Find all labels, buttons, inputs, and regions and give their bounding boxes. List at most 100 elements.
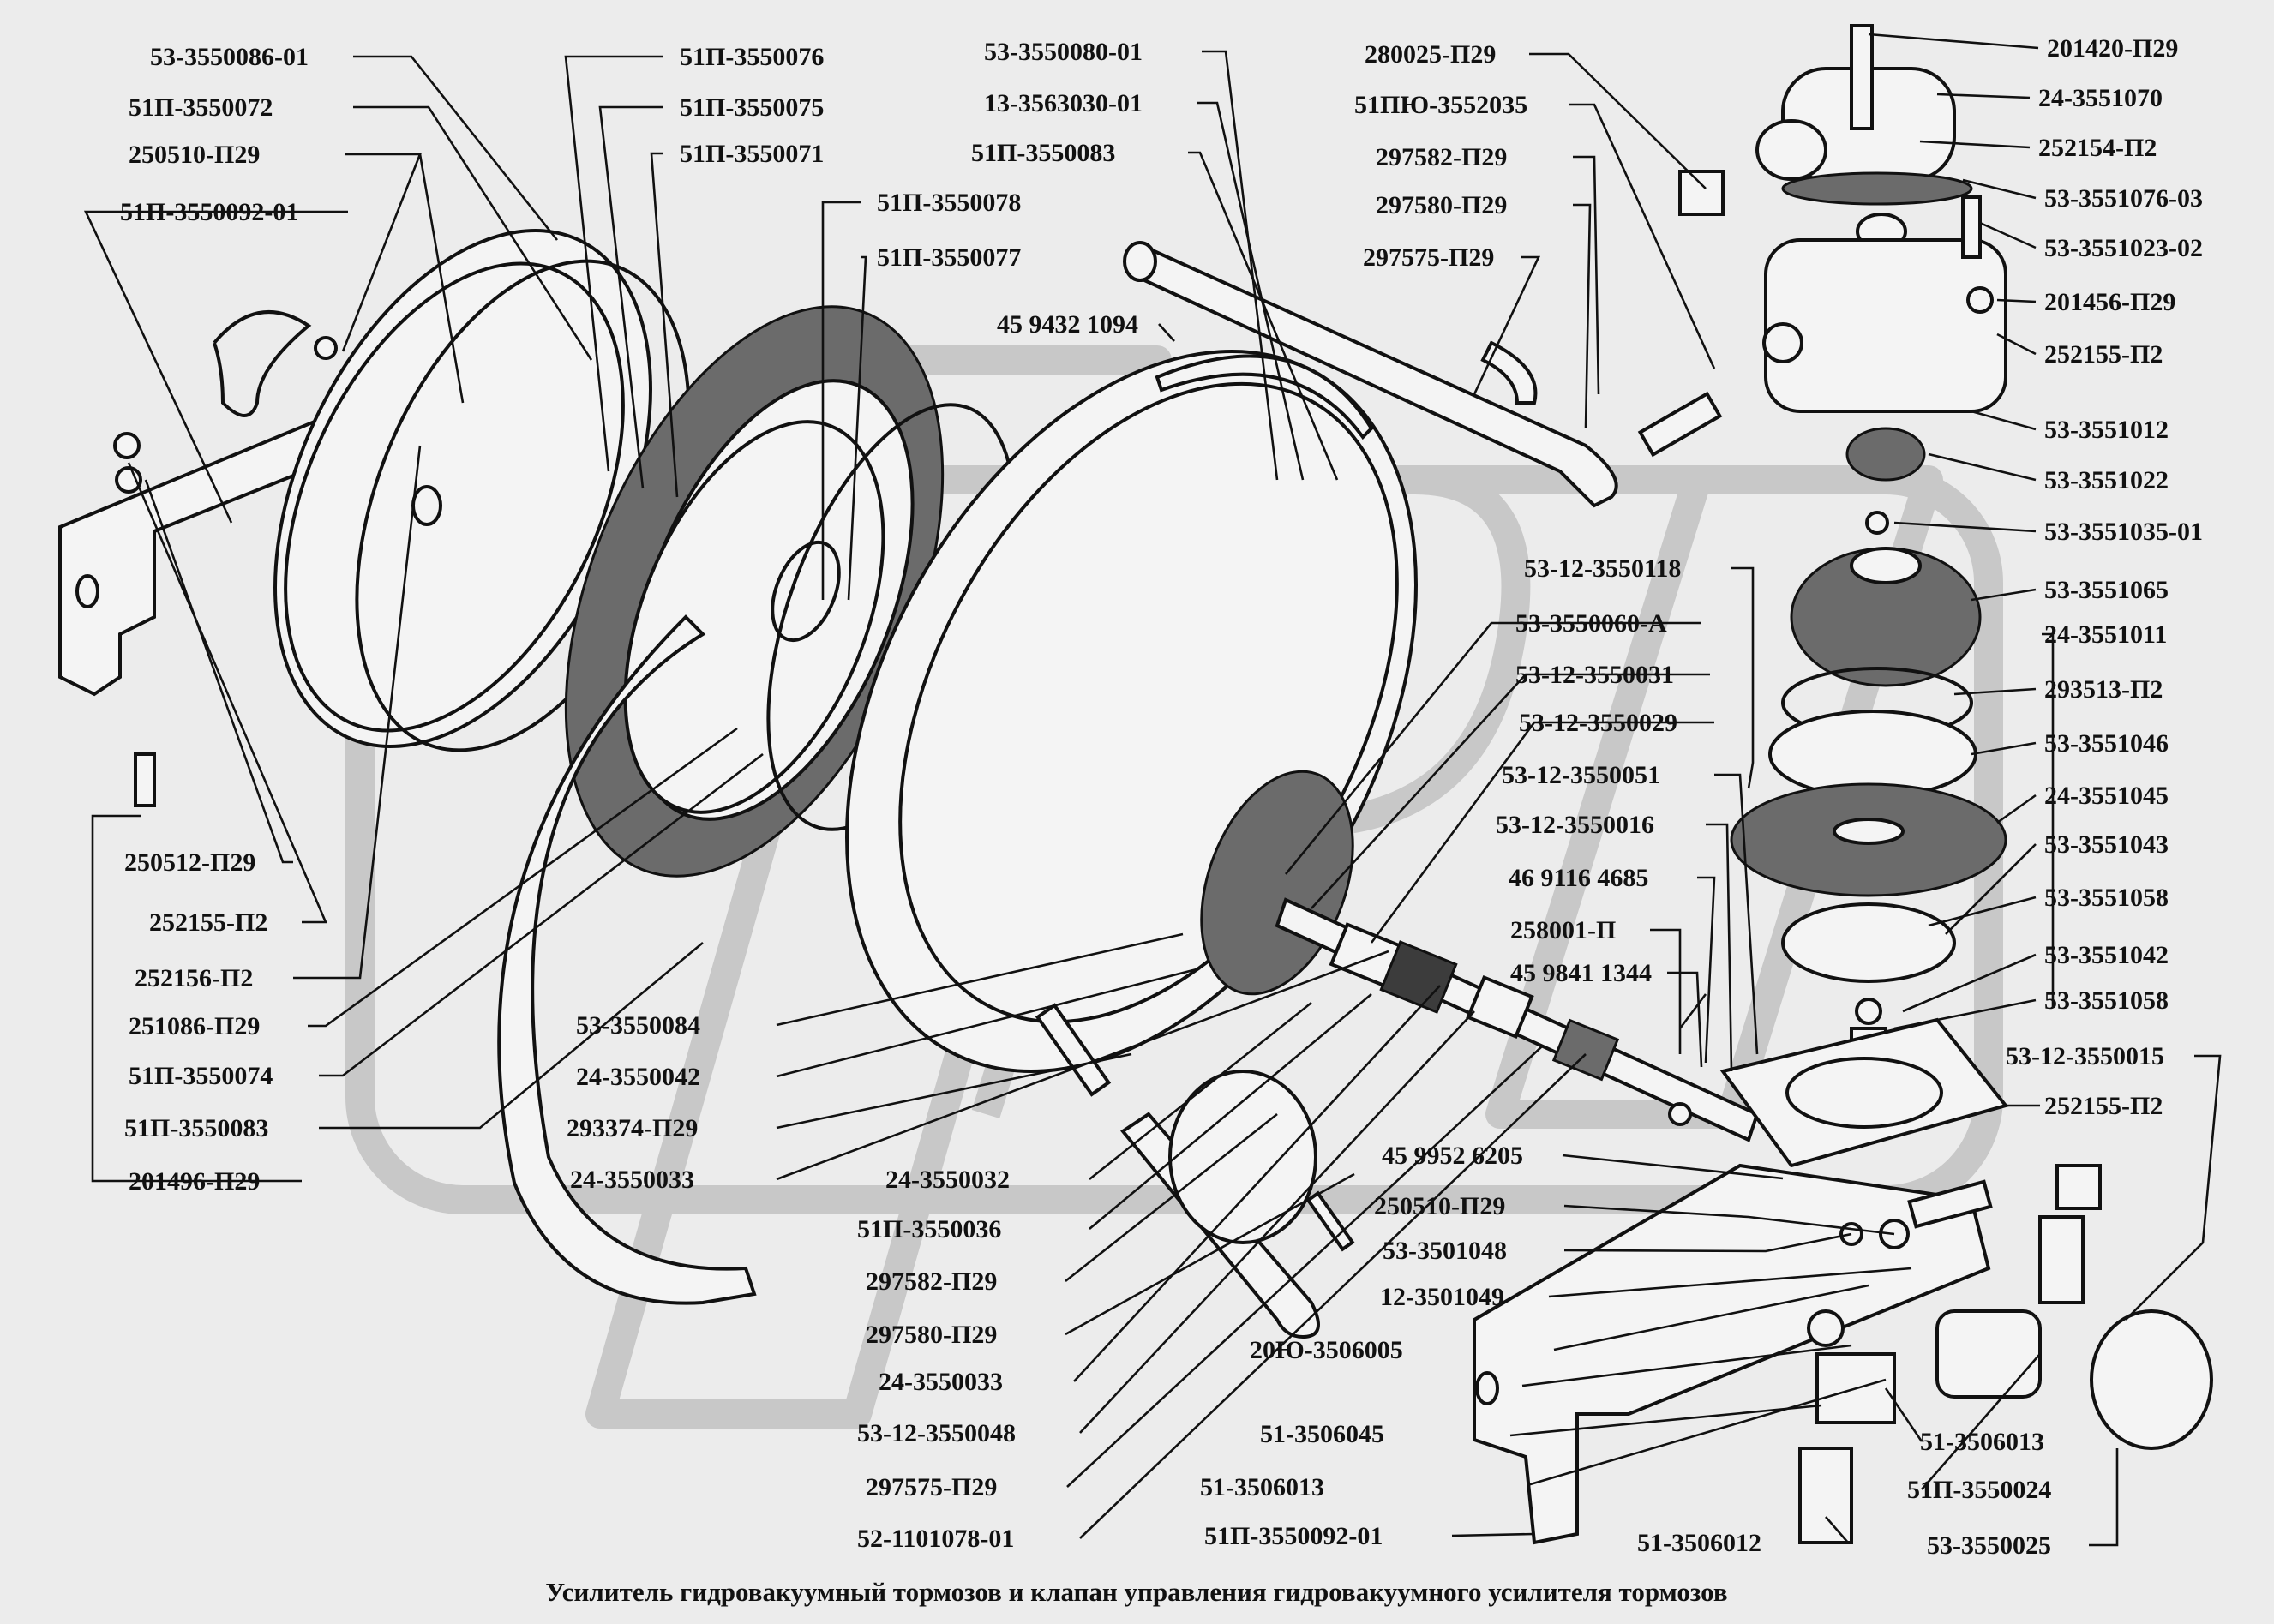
part-label: 297580-П29 <box>866 1321 997 1349</box>
part-labels: 53-3550086-01 51П-3550072 250510-П29 51П… <box>120 34 2203 1560</box>
part-label: 53-3551058 <box>2044 986 2169 1015</box>
part-label: 252154-П2 <box>2038 134 2157 162</box>
piston-disk <box>623 420 885 814</box>
part-label: 251086-П29 <box>129 1012 260 1040</box>
part-label: 252155-П2 <box>2044 340 2163 369</box>
part-label: 45 9432 1094 <box>997 310 1138 339</box>
part-label: 53-3551042 <box>2044 941 2169 969</box>
part-label: 297580-П29 <box>1376 191 1507 219</box>
part-label: 24-3551011 <box>2044 620 2167 649</box>
part-label: 24-3551070 <box>2038 84 2163 112</box>
part-label: 51П-3550083 <box>971 139 1115 167</box>
part-label: 53-12-3550015 <box>2006 1042 2164 1070</box>
nut-left <box>113 432 141 459</box>
diagram-caption: Усилитель гидровакуумный тормозов и клап… <box>545 1577 1727 1607</box>
part-label: 51П-3550076 <box>680 43 824 71</box>
part-label: 53-3550025 <box>1927 1531 2051 1560</box>
valve-diaphragm <box>1781 171 1973 206</box>
leader-lines <box>83 33 2222 1547</box>
union-bolt-head <box>2090 1309 2213 1450</box>
vacuum-hose-left <box>213 310 312 417</box>
part-label: 45 9841 1344 <box>1510 959 1652 987</box>
part-label: 53-3551023-02 <box>2044 234 2203 262</box>
part-label: 12-3501049 <box>1380 1283 1504 1311</box>
part-label: 53-3550086-01 <box>150 43 309 71</box>
part-label: 53-12-3550016 <box>1496 811 1654 839</box>
part-label: 53-3551022 <box>2044 466 2169 494</box>
valve-body <box>1764 238 2007 413</box>
part-label: 53-3550060-А <box>1515 609 1667 638</box>
part-label: 53-3551076-03 <box>2044 184 2203 213</box>
part-label: 51ПЮ-3552035 <box>1354 91 1527 119</box>
part-label: 51П-3550072 <box>129 93 273 122</box>
part-label: 51П-3550078 <box>877 189 1021 217</box>
part-label: 297582-П29 <box>1376 143 1507 171</box>
valve-spring <box>1845 427 1926 482</box>
part-label: 53-3550080-01 <box>984 38 1143 66</box>
part-label: 53-12-3550051 <box>1502 761 1660 789</box>
part-label: 201496-П29 <box>129 1167 260 1196</box>
part-label: 53-3501048 <box>1383 1237 1507 1265</box>
part-label: 53-12-3550031 <box>1515 661 1674 689</box>
part-label: 51П-3550075 <box>680 93 824 122</box>
part-label: 24-3550042 <box>576 1063 700 1091</box>
part-label: 51П-3550074 <box>129 1062 273 1090</box>
part-label: 53-3551046 <box>2044 729 2169 758</box>
part-label: 293374-П29 <box>567 1114 698 1142</box>
part-label: 250510-П29 <box>129 141 260 169</box>
vacuum-pipe <box>1129 246 1618 508</box>
part-label: 24-3550032 <box>885 1166 1010 1194</box>
part-label: 51П-3550083 <box>124 1114 268 1142</box>
part-label: 53-3551058 <box>2044 884 2169 912</box>
part-label: 293513-П2 <box>2044 675 2163 704</box>
part-label: 51П-3550092-01 <box>120 198 298 226</box>
part-label: 51-3506045 <box>1260 1420 1384 1448</box>
part-label: 53-12-3550029 <box>1519 709 1677 737</box>
fitting-valve <box>1637 391 1723 458</box>
nut-top-left <box>314 336 338 360</box>
part-label: 250512-П29 <box>124 848 255 877</box>
part-label: 51-3506012 <box>1637 1529 1761 1557</box>
part-label: 51П-3550071 <box>680 140 824 168</box>
part-label: 53-12-3550118 <box>1524 554 1681 583</box>
part-label: 24-3551045 <box>2044 782 2169 810</box>
part-label: 53-12-3550048 <box>857 1419 1016 1447</box>
part-label: 280025-П29 <box>1365 40 1496 69</box>
bolt-left <box>134 752 156 807</box>
part-label: 252155-П2 <box>2044 1092 2163 1120</box>
cup-seal <box>1379 940 1458 1014</box>
part-label: 53-3551065 <box>2044 576 2169 604</box>
part-label: 258001-П <box>1510 916 1616 944</box>
part-label: 250510-П29 <box>1374 1192 1505 1220</box>
part-label: 51П-3550077 <box>877 243 1021 272</box>
part-label: 201420-П29 <box>2047 34 2178 63</box>
part-label: 24-3550033 <box>570 1166 694 1194</box>
part-label: 51П-3550092-01 <box>1204 1522 1383 1550</box>
part-label: 297575-П29 <box>1363 243 1494 272</box>
booster-drawing <box>58 24 2213 1545</box>
short-tube <box>1035 1003 1112 1097</box>
part-label: 51П-3550036 <box>857 1215 1001 1243</box>
part-label: 20Ю-3506005 <box>1250 1336 1403 1364</box>
part-label: 45 9952 6205 <box>1382 1142 1523 1170</box>
part-label: 201456-П29 <box>2044 288 2175 316</box>
part-label: 51П-3550024 <box>1907 1476 2051 1504</box>
part-label: 53-3551043 <box>2044 830 2169 859</box>
flange-ring <box>1168 1070 1317 1244</box>
union-nut <box>1678 170 1725 216</box>
part-label: 46 9116 4685 <box>1509 864 1648 892</box>
bleeder-bolt <box>1798 1447 1853 1544</box>
part-label: 52-1101078-01 <box>857 1525 1014 1553</box>
valve-screw <box>1850 24 1874 130</box>
washer-left <box>115 466 142 494</box>
piston-cup <box>1781 902 1956 983</box>
part-label: 13-3563030-01 <box>984 89 1143 117</box>
part-label: 297575-П29 <box>866 1473 997 1501</box>
part-label: 297582-П29 <box>866 1267 997 1296</box>
part-label: 53-3551012 <box>2044 416 2169 444</box>
part-label: 252156-П2 <box>135 964 253 992</box>
right-bracket <box>1473 1163 1991 1545</box>
part-label: 51-3506013 <box>1920 1428 2044 1456</box>
part-label: 53-3550084 <box>576 1011 700 1040</box>
part-label: 53-3551035-01 <box>2044 518 2203 546</box>
